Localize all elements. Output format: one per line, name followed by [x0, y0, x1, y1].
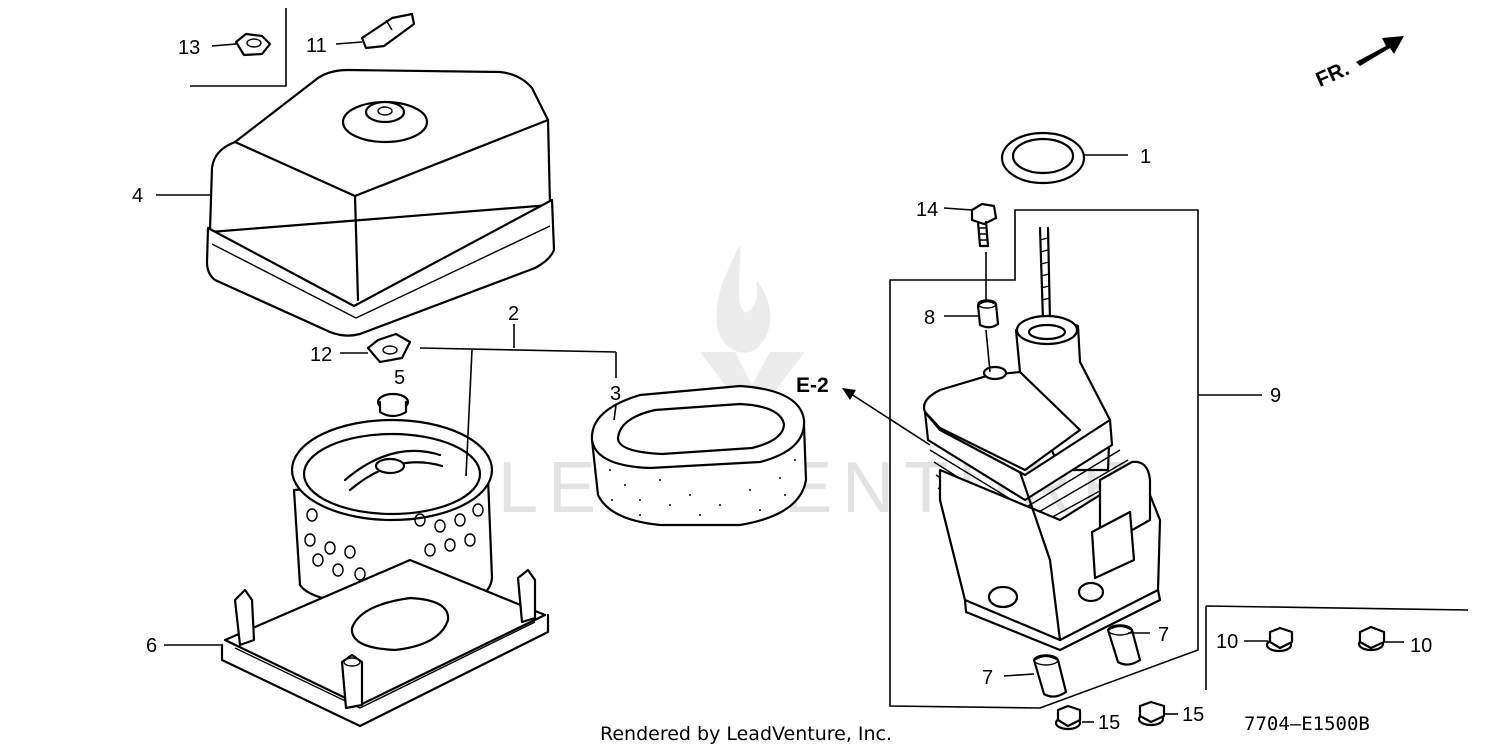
callout-7b: 7	[982, 667, 993, 689]
callout-15b: 15	[1182, 704, 1204, 726]
callout-13: 13	[178, 37, 200, 59]
callout-2: 2	[508, 303, 519, 325]
front-direction-indicator: FR.	[1312, 36, 1404, 92]
part-gasket-1	[1000, 131, 1086, 185]
part-air-cleaner-case-9	[922, 226, 1162, 652]
part-wing-nut-13	[190, 8, 287, 87]
part-flange-nut-10a	[1265, 626, 1294, 653]
part-grommet-5	[376, 392, 410, 418]
callout-15a: 15	[1098, 712, 1120, 734]
front-arrow-icon	[1356, 36, 1404, 66]
part-flange-nut-10b	[1357, 625, 1386, 652]
callout-e2: E-2	[796, 374, 829, 397]
callout-12: 12	[310, 344, 332, 366]
callout-4: 4	[132, 185, 143, 207]
part-foam-element-3	[590, 384, 808, 527]
callout-6: 6	[146, 635, 157, 657]
callout-10b: 10	[1410, 635, 1432, 657]
callout-7a: 7	[1158, 624, 1169, 646]
diagram-code: 7704–E1500B	[1244, 713, 1370, 735]
part-collar-8	[976, 299, 1000, 329]
part-tube-7b	[1032, 654, 1068, 698]
part-clip-11	[360, 12, 416, 50]
callout-8: 8	[924, 307, 935, 329]
callout-5: 5	[394, 367, 405, 389]
part-air-cleaner-base-6	[220, 558, 550, 728]
flame-logo-icon	[716, 245, 771, 353]
leader-lines	[156, 41, 1469, 723]
callout-1: 1	[1140, 146, 1151, 168]
callout-9: 9	[1270, 385, 1281, 407]
arrowhead-icon	[842, 388, 856, 400]
callout-10a: 10	[1216, 631, 1238, 653]
part-flange-nut-15b	[1137, 700, 1166, 727]
callout-labels: 13 11 4 2 12 5 3 6 1 14 8 9 E-2 7 7 10 1…	[132, 35, 1432, 734]
part-wing-nut-12	[366, 332, 412, 364]
part-tube-7a	[1106, 624, 1142, 666]
front-label: FR.	[1312, 57, 1352, 92]
chevron-logo-icon	[700, 352, 805, 420]
callout-3: 3	[610, 383, 621, 405]
part-flange-nut-15a	[1054, 704, 1082, 731]
callout-11: 11	[306, 35, 327, 57]
render-credit: Rendered by LeadVenture, Inc.	[600, 723, 892, 745]
part-bolt-14	[970, 202, 998, 248]
part-air-cleaner-cover	[205, 68, 556, 337]
callout-14: 14	[916, 199, 938, 221]
